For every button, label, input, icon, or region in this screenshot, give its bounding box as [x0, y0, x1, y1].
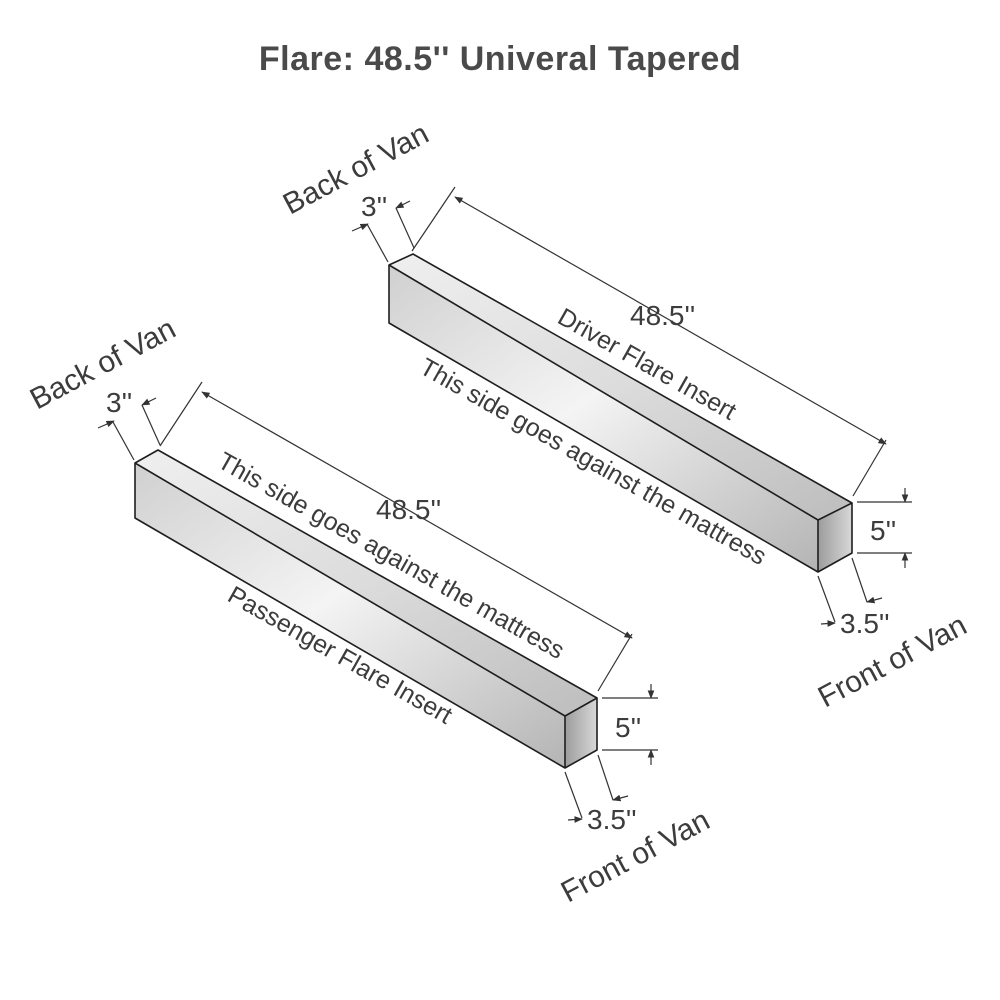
passenger-front-height-label: 5''	[615, 712, 641, 743]
driver-insert-side-face	[389, 265, 818, 572]
passenger-front-width-label: 3.5''	[587, 804, 637, 835]
driver-insert-end-face	[818, 503, 852, 572]
passenger-back-of-van-label: Back of Van	[25, 312, 181, 416]
driver-back-width-label: 3''	[361, 191, 387, 222]
page-title: Flare: 48.5'' Univeral Tapered	[258, 40, 742, 78]
passenger-back-width-label: 3''	[106, 387, 132, 418]
driver-front-width-label: 3.5''	[840, 608, 890, 639]
driver-length-label: 48.5''	[630, 300, 695, 331]
passenger-length-label: 48.5''	[376, 494, 441, 525]
driver-back-of-van-label: Back of Van	[278, 117, 434, 221]
driver-front-of-van-label: Front of Van	[813, 609, 972, 715]
passenger-insert-end-face	[565, 698, 597, 768]
driver-front-height-label: 5''	[870, 515, 896, 546]
